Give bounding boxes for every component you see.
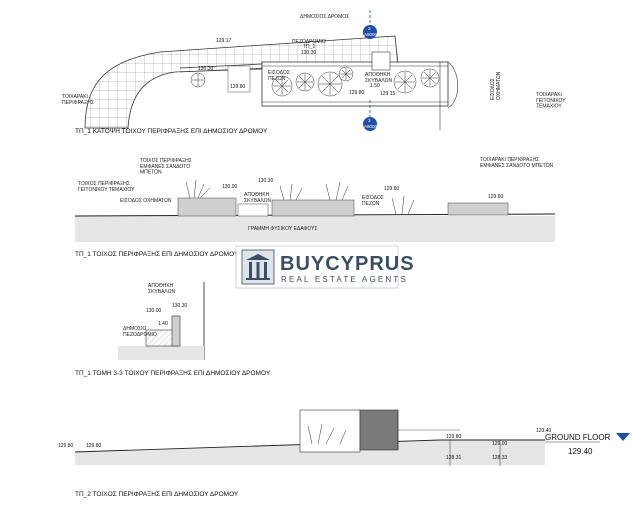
- svg-text:128.31: 128.31: [446, 455, 462, 461]
- sidewalk-label: ΠΕΖΟΔΡΟΜΙΟ: [292, 39, 326, 45]
- elev1-wall-left: [177, 197, 237, 217]
- section-caption: ΤΠ_1 ΤΟΜΗ 3-3 ΤΟΙΧΟΥ ΠΕΡΙΦΡΑΞΗΣ ΕΠΙ ΔΗΜΟ…: [75, 370, 271, 377]
- section-level-markers: 130.30 130.00 1.40: [146, 303, 188, 327]
- svg-text:1.40: 1.40: [158, 321, 168, 327]
- ground-floor-marker-icon: [616, 433, 630, 441]
- paved-area: [84, 35, 399, 129]
- plan-caption: ΤΠ_1 ΚΑΤΟΨΗ ΤΟΙΧΟΥ ΠΕΡΙΦΡΑΞΗΣ ΕΠΙ ΔΗΜΟΣΙ…: [75, 128, 268, 135]
- svg-text:130.30: 130.30: [301, 50, 317, 56]
- svg-text:129.80: 129.80: [446, 434, 462, 440]
- planter-area: [261, 61, 449, 107]
- elevation-2: 129.80 129.80 129.80 129.00 129.40 128.3…: [58, 409, 630, 498]
- svg-text:1.50: 1.50: [370, 83, 380, 89]
- svg-text:130.30: 130.30: [198, 66, 214, 72]
- elev1-shrubs: [185, 179, 415, 215]
- road-label: ΔΗΜΟΣΙΟΣ ΔΡΟΜΟΣ: [300, 14, 349, 20]
- svg-text:3: 3: [368, 26, 371, 31]
- fence-wall-line: [179, 63, 263, 69]
- svg-text:129.80: 129.80: [230, 84, 246, 90]
- svg-text:130.00: 130.00: [222, 184, 238, 190]
- svg-text:129.80: 129.80: [349, 90, 365, 96]
- svg-text:130.30: 130.30: [258, 178, 274, 184]
- ground-floor-label: GROUND FLOOR: [545, 433, 611, 442]
- section-marker-top[interactable]: 3 A9000: [363, 10, 378, 39]
- elev1-level-markers: 130.00 130.30 129.80 129.60: [222, 178, 504, 200]
- ground-floor-level: 129.40: [568, 447, 593, 456]
- svg-text:130.00: 130.00: [146, 308, 162, 314]
- svg-text:129.60: 129.60: [488, 194, 504, 200]
- svg-text:130.30: 130.30: [172, 303, 188, 309]
- watermark-tagline: REAL ESTATE AGENTS: [281, 275, 408, 284]
- elev1-caption: ΤΠ_1 ΤΟΙΧΟΣ ΠΕΡΙΦΡΑΞΗΣ ΕΠΙ ΔΗΜΟΣΙΟΥ ΔΡΟΜ…: [75, 251, 239, 258]
- elev1-vehicle-entrance: ΕΙΣΟΔΟΣ ΟΧΗΜΑΤΩΝ: [120, 198, 172, 204]
- elev2-shrubs: [307, 423, 347, 445]
- svg-text:129.80: 129.80: [384, 186, 400, 192]
- elev2-building-wall: [299, 409, 361, 453]
- plan-level-markers: 129.17 130.30 129.80 129.15 1.50 130.30 …: [198, 38, 396, 97]
- watermark-brand: BUYCYPRUS: [280, 253, 415, 275]
- svg-text:128.33: 128.33: [492, 455, 508, 461]
- svg-text:129.80: 129.80: [58, 443, 74, 449]
- columns-logo-icon: [241, 249, 275, 285]
- elev1-wall-mid: [271, 199, 355, 217]
- svg-text:A9000: A9000: [364, 124, 378, 129]
- svg-text:3: 3: [368, 118, 371, 123]
- svg-text:129.17: 129.17: [216, 38, 232, 44]
- svg-text:129.40: 129.40: [536, 428, 552, 434]
- elev2-level-markers: 129.80 129.80 129.80 129.00 129.40 128.3…: [58, 428, 552, 461]
- elev1-wall-right: [447, 202, 509, 216]
- elev2-glazing: [359, 409, 399, 451]
- elev1-ground: [75, 216, 555, 242]
- shrub-icons: [190, 66, 440, 97]
- svg-text:129.80: 129.80: [86, 443, 102, 449]
- elev2-caption: ΤΠ_2 ΤΟΙΧΟΣ ΠΕΡΙΦΡΑΞΗΣ ΕΠΙ ΔΗΜΟΣΙΟΥ ΔΡΟΜ…: [75, 491, 239, 498]
- elev2-ground: [75, 440, 545, 465]
- svg-text:A9000: A9000: [364, 32, 378, 37]
- svg-text:129.00: 129.00: [492, 441, 508, 447]
- plan-vehicle-entrance: ΕΙΣΟΔΟΣΟΧΗΜΑΤΩΝ: [490, 71, 502, 100]
- plan-tp1-tag: ΤΠ_1: [303, 44, 315, 50]
- watermark: BUYCYPRUS REAL ESTATE AGENTS: [235, 245, 415, 289]
- svg-text:129.15: 129.15: [380, 91, 396, 97]
- elev1-ground-line: ΓΡΑΜΜΗ ΦΥΣΙΚΟΥ ΕΔΑΦΟΥΣ: [248, 226, 318, 232]
- section-marker-bottom[interactable]: 3 A9000: [363, 100, 378, 131]
